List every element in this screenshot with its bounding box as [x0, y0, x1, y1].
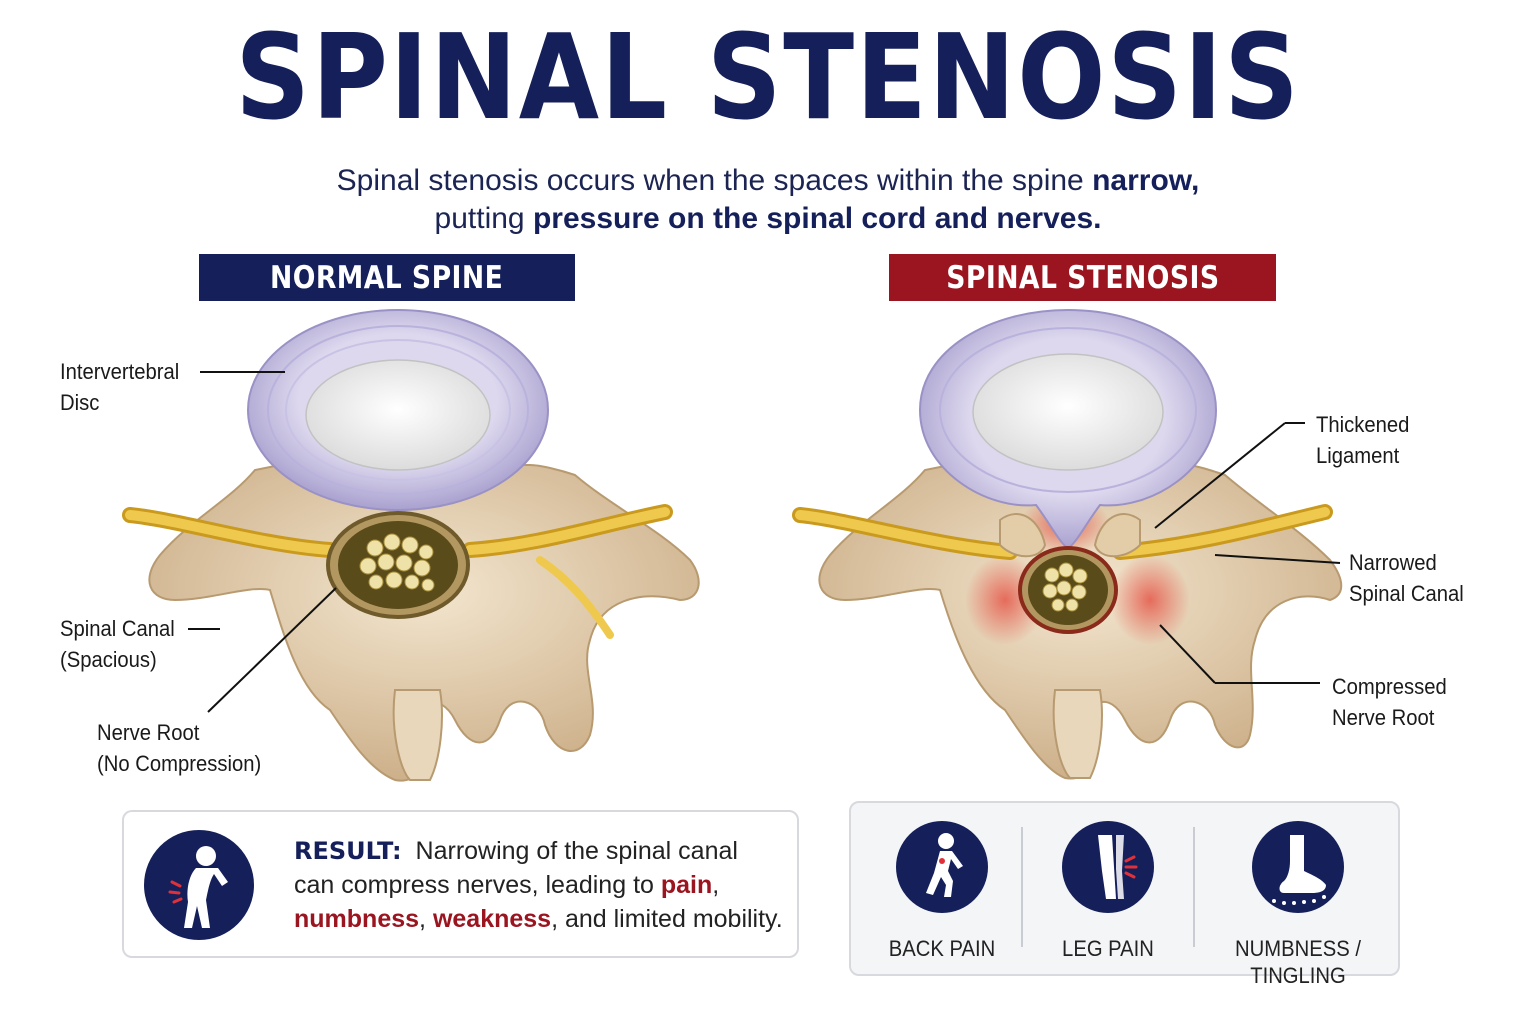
- divider: [1193, 827, 1195, 947]
- result-text-part: , and limited mobility.: [551, 905, 783, 933]
- divider: [1021, 827, 1023, 947]
- normal-spine-header: NORMAL SPINE: [199, 254, 575, 301]
- result-box: RESULT: Narrowing of the spinal canal ca…: [122, 810, 799, 958]
- result-text: RESULT: Narrowing of the spinal canal ca…: [294, 834, 784, 936]
- subtitle-emphasis: pressure on the spinal cord and nerves.: [532, 202, 1102, 235]
- symptom-label: NUMBNESS /TINGLING: [1235, 936, 1361, 988]
- result-text-part: ,: [712, 871, 720, 899]
- result-heading: RESULT:: [294, 837, 402, 865]
- leg-pain-icon: [1062, 821, 1154, 913]
- numbness-icon: [1252, 821, 1344, 913]
- subtitle-text: Spinal stenosis occurs when the spaces w…: [336, 164, 1093, 197]
- result-text-part: can compress nerves, leading to: [294, 871, 661, 899]
- symptom-numbness-tingling: NUMBNESS /TINGLING: [1213, 821, 1383, 989]
- label-spinal-canal: Spinal Canal(Spacious): [60, 616, 175, 672]
- symptom-back-pain: BACK PAIN: [857, 821, 1027, 962]
- back-pain-person-icon: [144, 830, 254, 940]
- result-text-part: Narrowing of the spinal canal: [415, 837, 738, 865]
- symptom-leg-pain: LEG PAIN: [1023, 821, 1193, 962]
- result-emphasis: pain: [660, 871, 713, 899]
- subtitle-text: putting: [434, 202, 533, 235]
- result-emphasis: weakness: [432, 905, 552, 933]
- subtitle-line-2: putting pressure on the spinal cord and …: [0, 200, 1536, 238]
- result-emphasis: numbness: [294, 905, 420, 933]
- spinal-stenosis-header: SPINAL STENOSIS: [889, 254, 1276, 301]
- symptom-label: LEG PAIN: [1062, 936, 1154, 961]
- back-pain-icon: [896, 821, 988, 913]
- symptoms-box: BACK PAIN LEG PAIN NUMBNESS /TINGLING: [849, 801, 1400, 988]
- result-text-part: ,: [419, 905, 433, 933]
- symptom-label: BACK PAIN: [888, 936, 996, 961]
- subtitle-emphasis: narrow,: [1092, 164, 1200, 197]
- label-nerve-root: Nerve Root(No Compression): [97, 720, 262, 776]
- subtitle-line-1: Spinal stenosis occurs when the spaces w…: [0, 162, 1536, 200]
- normal-vertebra: [122, 309, 700, 782]
- page-title: SPINAL STENOSIS: [235, 8, 1301, 146]
- stenosis-vertebra: [792, 308, 1343, 780]
